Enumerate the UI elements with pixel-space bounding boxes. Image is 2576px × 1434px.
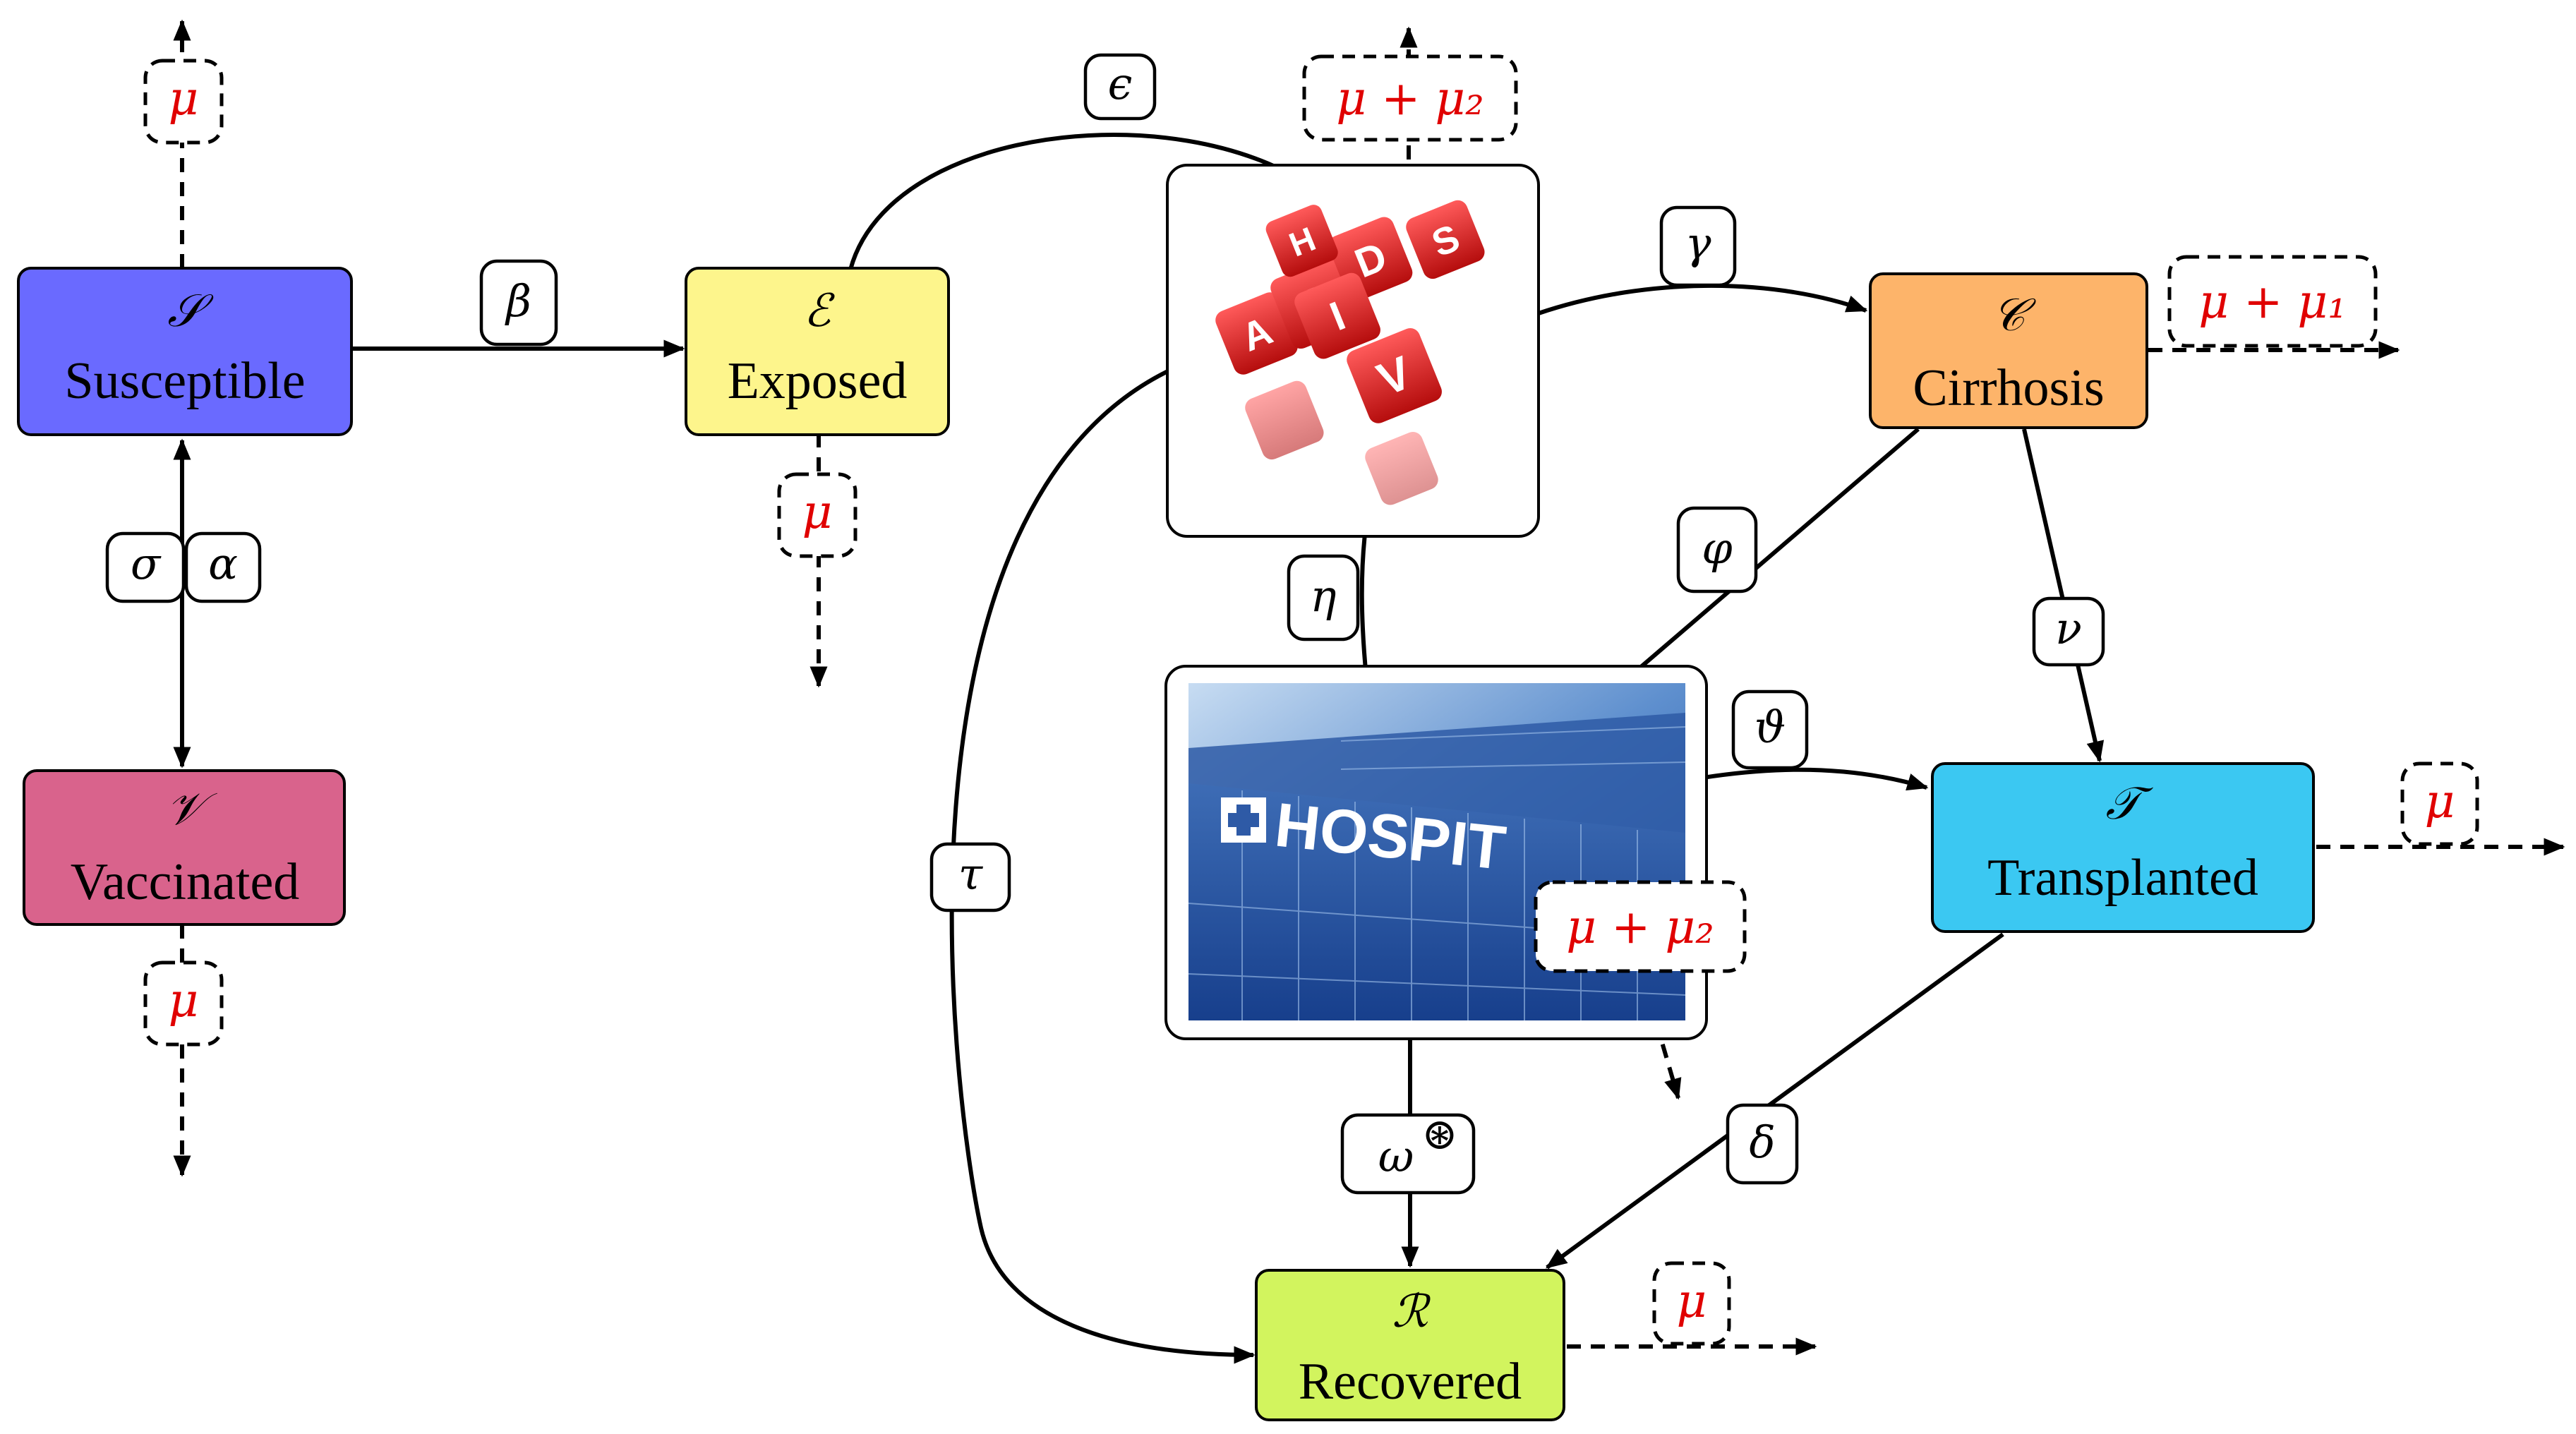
exposed-label: Exposed: [728, 352, 908, 410]
svg-text:β: β: [505, 275, 531, 327]
svg-text:γ: γ: [1685, 217, 1711, 269]
cirrhosis-box: [1869, 272, 2148, 429]
svg-text:ϵ: ϵ: [1108, 58, 1133, 109]
transplanted-label: Transplanted: [1987, 849, 2258, 907]
transplanted-box: [1931, 762, 2315, 933]
svg-text:η: η: [1310, 570, 1336, 622]
rate-alpha: α: [184, 531, 262, 603]
death-rate-labels: μ μ μ μ + μ₂ μ + μ₁ μ + μ₂ μ μ: [143, 54, 2479, 1346]
recovered-label: Recovered: [1299, 1353, 1522, 1411]
rate-vartheta: ϑ: [1731, 689, 1809, 770]
aids-letter-dice-icon: A I D S H I V: [1215, 200, 1485, 505]
edge-delta: [1545, 932, 2004, 1270]
vaccinated-box: [23, 769, 346, 926]
compartment-infected: A I D S H I V: [1166, 164, 1540, 538]
dice-tile: [1406, 200, 1485, 279]
dice-tile: [1365, 432, 1438, 505]
svg-text:α: α: [208, 538, 238, 589]
dice-tile: [1294, 272, 1380, 359]
death-rate-transplanted: μ: [2400, 761, 2479, 846]
exposed-symbol: ℰ: [804, 285, 836, 337]
rate-eta: η: [1287, 554, 1360, 641]
svg-text:ϑ: ϑ: [1755, 701, 1786, 753]
dice-tile: [1245, 380, 1324, 460]
death-edge-hospitalized: [1600, 836, 1682, 1100]
recovered-box: [1255, 1269, 1565, 1421]
cirrhosis-label: Cirrhosis: [1913, 359, 2104, 417]
rate-sigma: σ: [105, 531, 186, 603]
svg-text:μ: μ: [802, 485, 833, 539]
compartment-vaccinated: 𝒱 Vaccinated: [23, 769, 346, 926]
dice-tile: [1265, 205, 1338, 277]
edge-nu: [2022, 428, 2105, 763]
rate-gamma: γ: [1659, 205, 1737, 287]
edge-gamma: [1538, 283, 1868, 315]
compartment-cirrhosis: 𝒞 Cirrhosis: [1869, 272, 2148, 429]
cross-sign-bar: [1228, 813, 1259, 827]
rate-tau: τ: [929, 842, 1011, 912]
svg-text:σ: σ: [131, 538, 162, 589]
rate-varphi: φ: [1676, 506, 1758, 594]
svg-text:δ: δ: [1749, 1116, 1775, 1168]
building-windows: [1188, 726, 1686, 1020]
svg-text:τ: τ: [958, 848, 984, 900]
death-rate-vaccinated: μ: [143, 960, 224, 1047]
svg-text:ν: ν: [2055, 603, 2082, 654]
death-rate-hospitalized: μ + μ₂: [1534, 880, 1747, 973]
svg-text:μ + μ₂: μ + μ₂: [1566, 900, 1714, 954]
compartment-recovered: ℛ Recovered: [1255, 1269, 1565, 1421]
death-rate-infected: μ + μ₂: [1302, 54, 1518, 142]
compartment-hospitalized: HOSPIT: [1164, 665, 1708, 1040]
edge-tau: [949, 341, 1264, 1364]
svg-text:μ + μ₁: μ + μ₁: [2198, 275, 2347, 329]
rate-nu: ν: [2032, 596, 2105, 667]
vaccinated-label: Vaccinated: [71, 853, 300, 911]
rate-omega: ω ⊛: [1340, 1108, 1476, 1195]
death-rate-cirrhosis: μ + μ₁: [2167, 255, 2378, 348]
svg-text:φ: φ: [1702, 522, 1733, 574]
compartment-transplanted: 𝒯 Transplanted: [1931, 762, 2315, 933]
svg-text:μ: μ: [169, 973, 199, 1028]
death-rate-exposed: μ: [777, 472, 857, 558]
exposed-box: [685, 267, 950, 436]
svg-text:μ: μ: [2425, 774, 2455, 829]
svg-text:μ: μ: [169, 71, 199, 126]
svg-text:μ: μ: [1677, 1274, 1707, 1328]
rate-beta: β: [479, 259, 558, 347]
svg-text:μ + μ₂: μ + μ₂: [1336, 71, 1484, 126]
dice-tile: [1347, 328, 1442, 423]
compartment-exposed: ℰ Exposed: [685, 267, 950, 436]
svg-text:⊛: ⊛: [1421, 1108, 1458, 1159]
death-rate-recovered: μ: [1652, 1261, 1731, 1346]
svg-text:ω: ω: [1378, 1131, 1414, 1182]
transitions: [173, 133, 2105, 1364]
susceptible-box: [17, 267, 353, 436]
death-rate-susceptible: μ: [143, 59, 224, 145]
recovered-symbol: ℛ: [1392, 1286, 1431, 1338]
rate-labels: β ϵ γ σ α η φ ν: [105, 53, 2105, 1195]
compartment-susceptible: 𝒮 Susceptible: [17, 267, 353, 436]
dice-tile: [1215, 292, 1298, 375]
susceptible-label: Susceptible: [64, 352, 305, 410]
rate-delta: δ: [1726, 1103, 1799, 1185]
rate-epsilon: ϵ: [1083, 53, 1157, 121]
